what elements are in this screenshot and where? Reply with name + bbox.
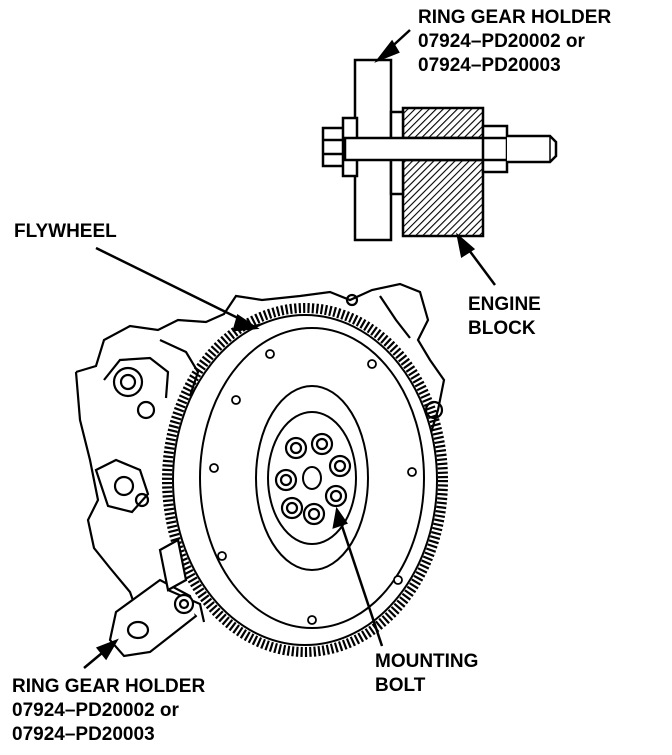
mounting-bolt-label-line2: BOLT <box>375 675 426 696</box>
engine-block-hatched <box>401 106 485 238</box>
flywheel-assembly <box>162 303 448 657</box>
flywheel-label-text: FLYWHEEL <box>14 221 117 242</box>
ring-gear-holder-title-top: RING GEAR HOLDER <box>418 7 612 28</box>
bolt-head-detail <box>321 126 347 168</box>
ring-gear-holder-tool <box>108 538 206 658</box>
ring-gear-holder-part-a-bottom: 07924–PD20002 or <box>12 700 179 721</box>
flywheel-hub-outer <box>255 385 369 571</box>
mounting-bolt-label: MOUNTING BOLT <box>375 650 478 698</box>
flywheel-face <box>199 327 425 629</box>
ring-gear-holder-part-b-top: 07924–PD20003 <box>418 55 561 76</box>
center-hole <box>302 466 322 490</box>
engine-block-label-line2: BLOCK <box>468 318 536 339</box>
leader-arrows-detail <box>374 29 497 286</box>
ring-gear-holder-part-a-top: 07924–PD20002 or <box>418 31 585 52</box>
threaded-end-detail <box>507 134 558 164</box>
ring-gear-holder-title-bottom: RING GEAR HOLDER <box>12 676 206 697</box>
nut-detail <box>481 124 509 174</box>
mounting-bolts <box>274 432 352 526</box>
engine-block-label: ENGINE BLOCK <box>468 293 541 341</box>
leader-arrows-main <box>83 246 384 669</box>
ring-gear-teeth <box>162 303 448 657</box>
ring-gear-holder-label-top: RING GEAR HOLDER 07924–PD20002 or 07924–… <box>418 6 611 78</box>
engine-block-label-line1: ENGINE <box>468 294 541 315</box>
flywheel-hub-inner <box>267 411 357 545</box>
mounting-bolt-label-line1: MOUNTING <box>375 651 479 672</box>
ring-gear-holder-detail <box>321 58 558 242</box>
flywheel-label: FLYWHEEL <box>14 220 117 244</box>
ring-gear-holder-part-b-bottom: 07924–PD20003 <box>12 724 155 745</box>
flywheel-outer-holes <box>209 349 417 625</box>
ring-gear-holder-label-bottom: RING GEAR HOLDER 07924–PD20002 or 07924–… <box>12 675 205 747</box>
